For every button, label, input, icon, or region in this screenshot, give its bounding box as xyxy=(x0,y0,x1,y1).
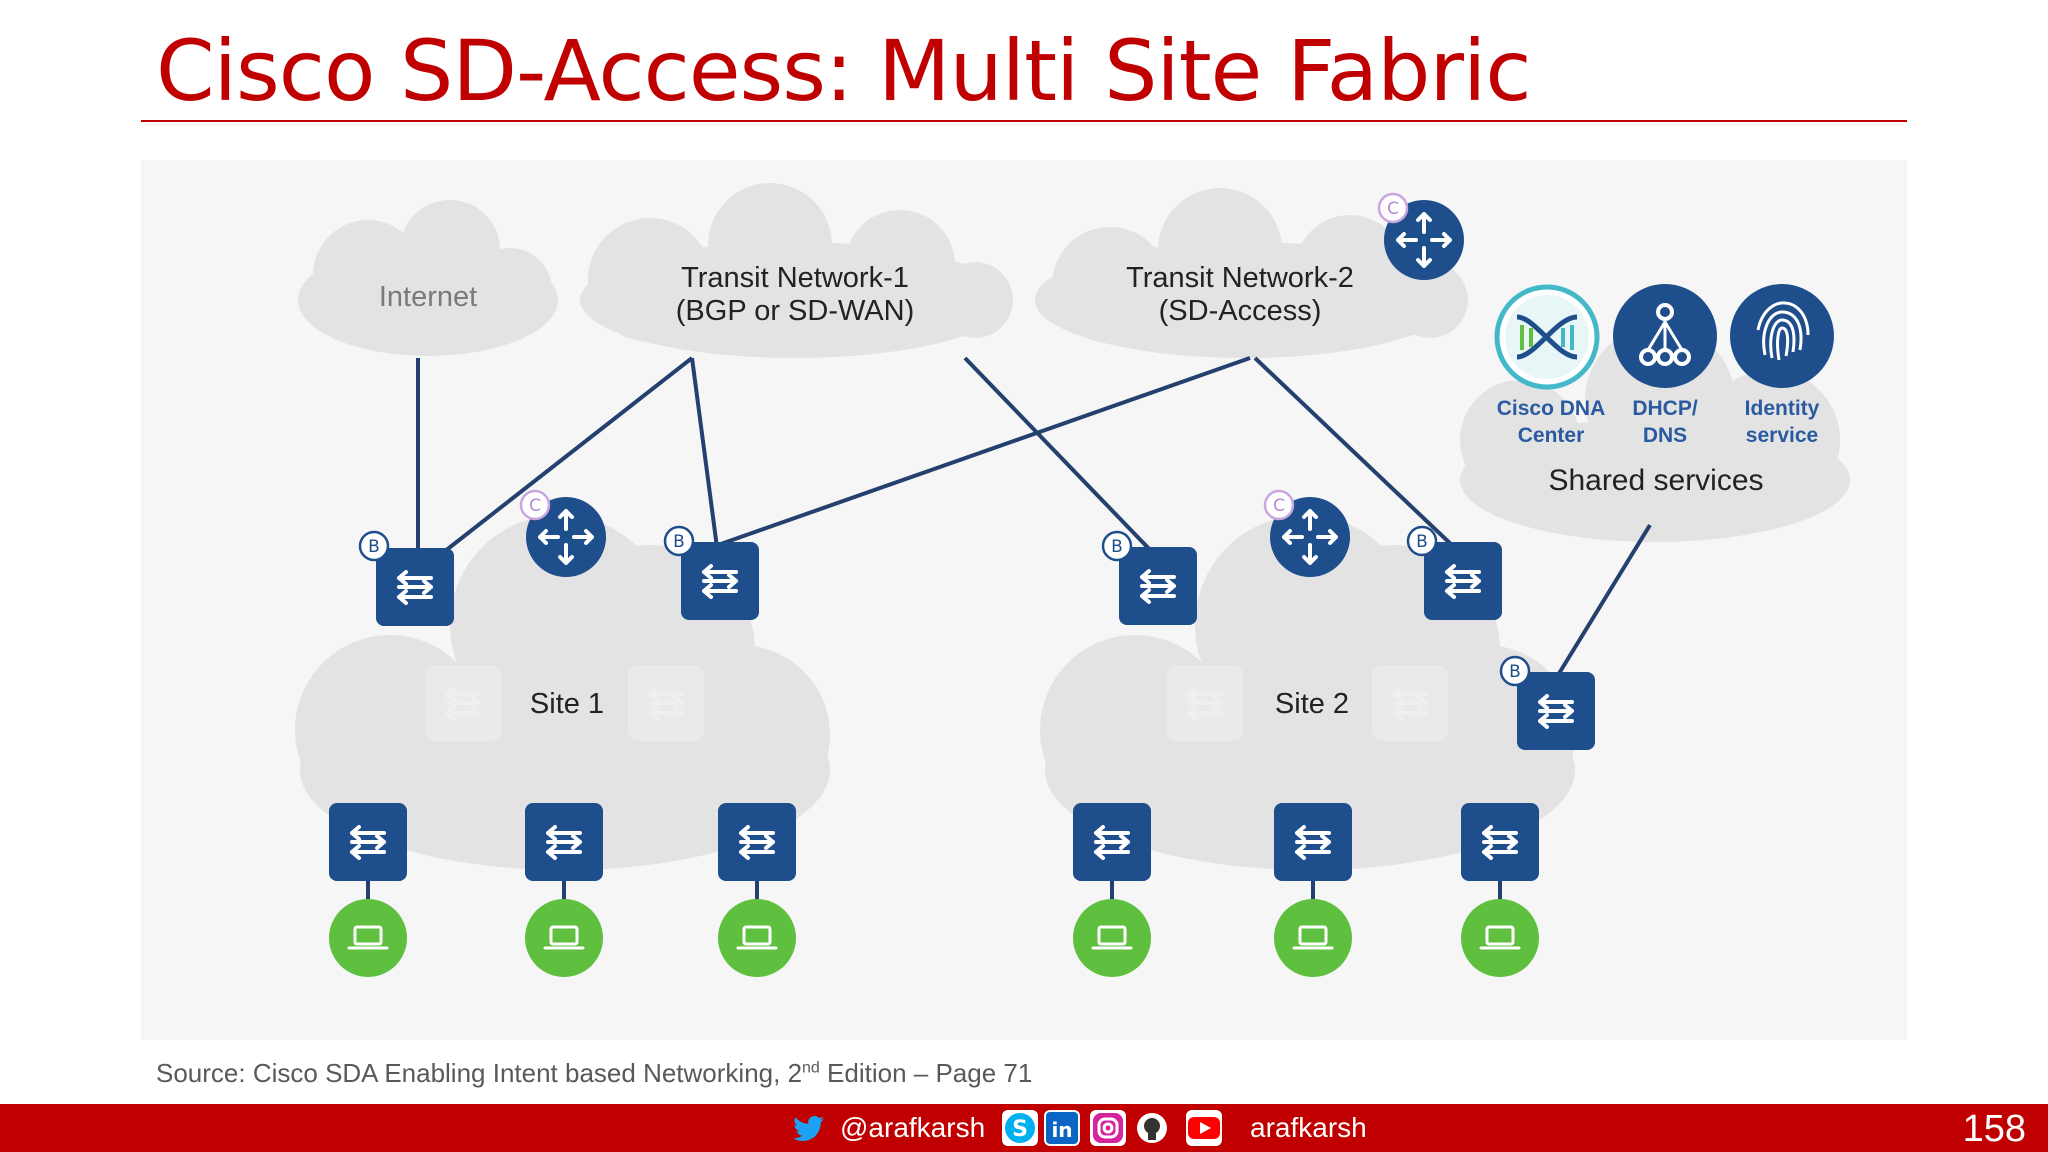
site-2-border-switch-right xyxy=(1424,542,1502,620)
badge-b-5: B xyxy=(1509,662,1521,682)
footer-bar: @arafkarsh S in arafkarsh 158 xyxy=(0,1104,2048,1152)
badge-b-4: B xyxy=(1416,532,1428,552)
linkedin-icon[interactable]: in xyxy=(1044,1110,1080,1146)
dna-center-label-line2: Center xyxy=(1518,424,1585,447)
site-1-endpoints xyxy=(329,899,796,977)
source-superscript: nd xyxy=(802,1059,820,1077)
site-2-faded-switches xyxy=(1167,665,1448,741)
site-1-border-switch-left xyxy=(376,548,454,626)
site-2-control-router xyxy=(1270,497,1350,577)
badge-b-2: B xyxy=(673,532,685,552)
identity-label-line2: service xyxy=(1746,424,1818,447)
site-2-border-switch-shared xyxy=(1517,672,1595,750)
shared-services-label: Shared services xyxy=(1548,464,1763,497)
site-2-border-switch-left xyxy=(1119,547,1197,625)
badge-c-2: C xyxy=(529,496,541,516)
internet-label: Internet xyxy=(379,281,477,313)
site-2-endpoints xyxy=(1073,899,1539,977)
dhcp-dns-icon xyxy=(1613,284,1717,388)
transit-2-label-line2: (SD-Access) xyxy=(1159,295,1322,327)
dhcp-label-line1: DHCP/ xyxy=(1632,397,1698,420)
site-2-label: Site 2 xyxy=(1275,688,1349,720)
title-divider xyxy=(141,120,1907,122)
transit-network-2-cloud xyxy=(1035,188,1468,358)
youtube-handle[interactable]: arafkarsh xyxy=(1250,1112,1367,1143)
site-1-label: Site 1 xyxy=(530,688,604,720)
badge-b-1: B xyxy=(368,537,380,557)
source-prefix: Source: Cisco SDA Enabling Intent based … xyxy=(156,1058,803,1088)
badge-c-3: C xyxy=(1273,496,1285,516)
twitter-handle[interactable]: @arafkarsh xyxy=(840,1112,986,1143)
site-1-edge-switches xyxy=(329,803,796,881)
youtube-icon[interactable] xyxy=(1186,1110,1222,1146)
transit-1-label-line1: Transit Network-1 xyxy=(681,262,909,294)
twitter-icon[interactable] xyxy=(792,1110,828,1146)
fingerprint-icon xyxy=(1730,284,1834,388)
svg-text:in: in xyxy=(1051,1118,1072,1142)
source-citation: Source: Cisco SDA Enabling Intent based … xyxy=(156,1058,1032,1089)
dhcp-label-line2: DNS xyxy=(1643,424,1687,447)
dna-center-label-line1: Cisco DNA xyxy=(1497,397,1606,420)
control-badges: C C C xyxy=(519,192,1409,521)
svg-text:S: S xyxy=(1012,1117,1028,1142)
skype-icon[interactable]: S xyxy=(1002,1110,1038,1146)
internet-cloud xyxy=(298,200,558,356)
transit-1-label-line2: (BGP or SD-WAN) xyxy=(676,295,914,327)
transit-2-label-line1: Transit Network-2 xyxy=(1126,262,1354,294)
source-suffix: Edition – Page 71 xyxy=(819,1058,1033,1088)
cisco-dna-center-icon xyxy=(1494,284,1600,390)
instagram-icon[interactable] xyxy=(1090,1110,1126,1146)
slide-title: Cisco SD-Access: Multi Site Fabric xyxy=(156,22,1532,120)
badge-c-1: C xyxy=(1387,199,1399,219)
transit-2-control-router xyxy=(1384,200,1464,280)
identity-label-line1: Identity xyxy=(1745,397,1820,420)
transit-network-1-cloud xyxy=(580,183,1013,358)
site-2-edge-switches xyxy=(1073,803,1539,881)
site-1-faded-switches xyxy=(425,665,704,741)
site-1-border-switch-right xyxy=(681,542,759,620)
site-1-control-router xyxy=(526,497,606,577)
github-icon[interactable] xyxy=(1134,1110,1170,1146)
page-number: 158 xyxy=(1962,1108,2026,1150)
border-badges: B B B B B xyxy=(358,525,1531,687)
badge-b-3: B xyxy=(1111,537,1123,557)
